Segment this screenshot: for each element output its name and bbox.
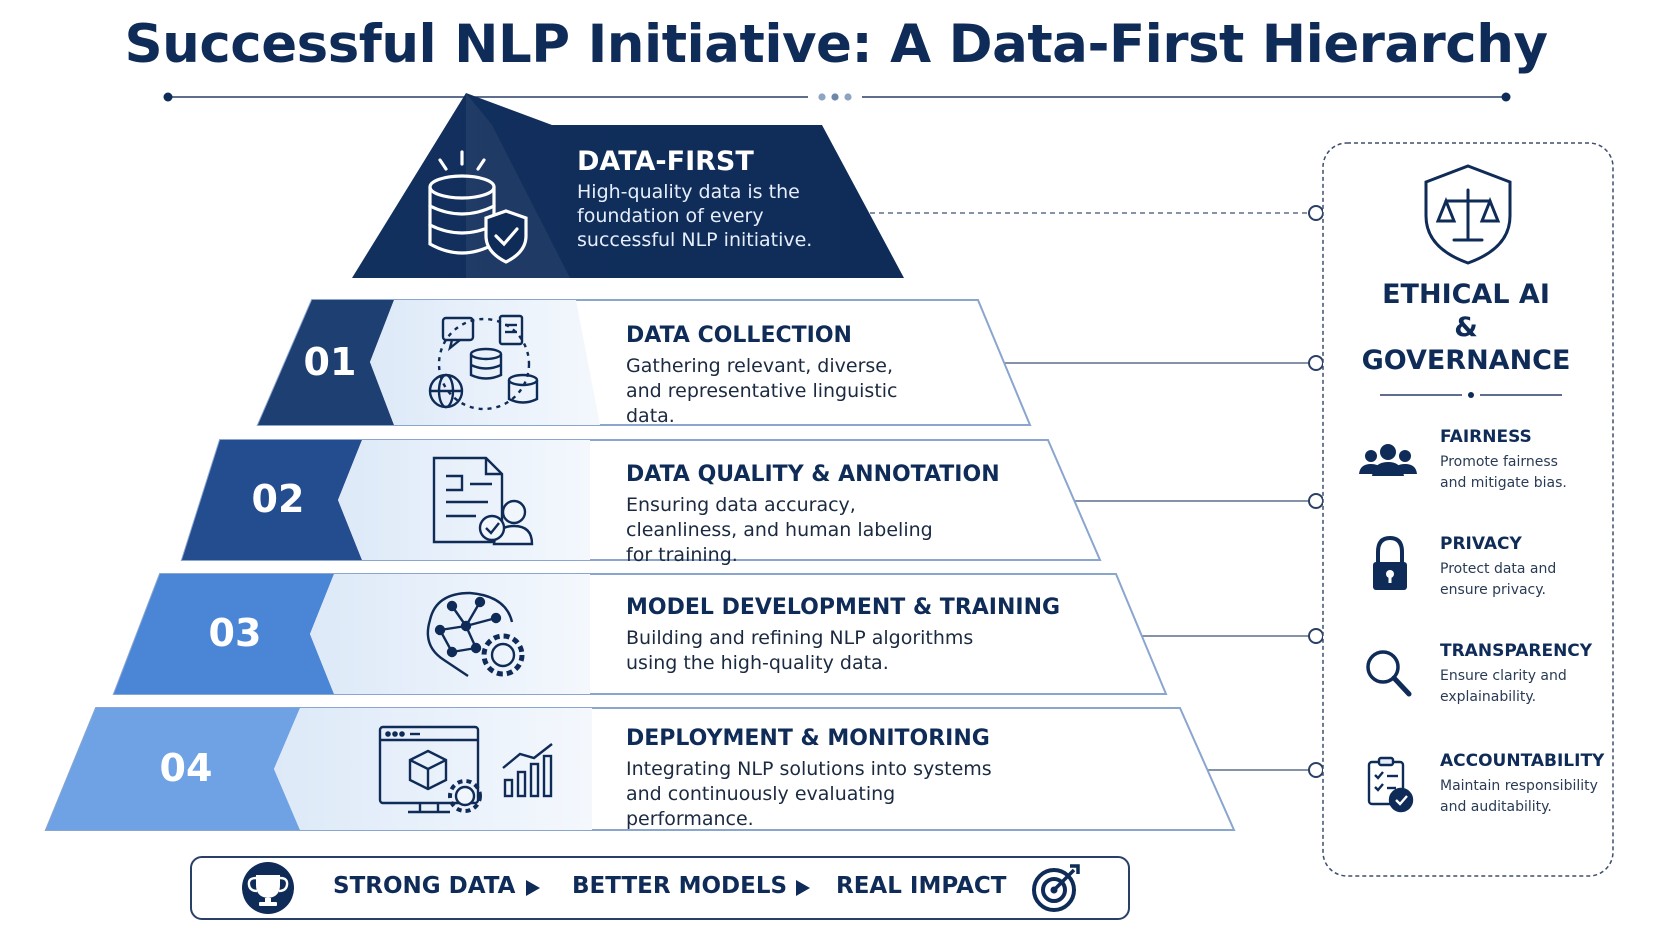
pillar-privacy-description: Protect data and ensure privacy.: [1440, 561, 1557, 598]
tier-04-shape: [44, 707, 1236, 831]
governance-heading-line-3: GOVERNANCE: [1361, 345, 1571, 376]
checklist-icon: [1367, 756, 1414, 813]
connector-nodes: [1308, 205, 1324, 778]
arrow-right-icon: [526, 880, 810, 896]
tier-01-heading: DATA COLLECTION: [626, 323, 852, 348]
database-shield-icon: [428, 150, 528, 264]
pillar-fairness-description: Promote fairness and mitigate bias.: [1440, 454, 1567, 491]
padlock-icon: [1373, 535, 1407, 590]
governance-heading-line-1: ETHICAL AI: [1382, 279, 1550, 310]
neural-gear-icon: [426, 591, 525, 677]
tier-04-number: 04: [159, 746, 213, 790]
pillar-privacy-heading: PRIVACY: [1440, 534, 1522, 554]
title-divider: [163, 92, 1511, 102]
magnifier-icon: [1366, 650, 1412, 697]
tier-02-description: Ensuring data accuracy, cleanliness, and…: [626, 494, 933, 566]
tier-03-heading: MODEL DEVELOPMENT & TRAINING: [626, 595, 1061, 620]
banner-icons: [242, 862, 1080, 914]
tier-01-number: 01: [303, 340, 357, 384]
apex-heading: DATA-FIRST: [577, 146, 754, 177]
tier-04-heading: DEPLOYMENT & MONITORING: [626, 726, 990, 751]
tier-02-number: 02: [251, 477, 305, 521]
impact-banner: STRONG DATA BETTER MODELS REAL IMPACT: [190, 856, 1130, 920]
banner-step-real-impact: REAL IMPACT: [836, 873, 1007, 899]
tier-01-description: Gathering relevant, diverse, and represe…: [626, 355, 898, 427]
page-title: Successful NLP Initiative: A Data-First …: [124, 14, 1548, 75]
tier-02-shape: [180, 439, 1102, 561]
people-group-icon: [1359, 444, 1417, 476]
trophy-icon: [242, 862, 294, 914]
governance-heading: ETHICAL AI & GOVERNANCE: [1324, 278, 1608, 377]
justice-shield-icon: [1424, 164, 1512, 265]
pillar-fairness-heading: FAIRNESS: [1440, 427, 1532, 447]
banner-step-better-models: BETTER MODELS: [572, 873, 788, 899]
tier-03-number: 03: [208, 611, 262, 655]
pillar-transparency-description: Ensure clarity and explainability.: [1440, 668, 1567, 705]
banner-step-strong-data: STRONG DATA: [333, 873, 516, 899]
data-sources-icon: [428, 314, 539, 411]
governance-panel: [1322, 142, 1614, 877]
connector-lines: [870, 212, 1310, 771]
tier-03-shape: [112, 573, 1168, 695]
pillar-accountability-heading: ACCOUNTABILITY: [1440, 751, 1605, 771]
tier-04-description: Integrating NLP solutions into systems a…: [626, 758, 992, 830]
governance-heading-line-2: &: [1454, 312, 1478, 343]
monitor-cube-chart-icon: [378, 725, 553, 814]
target-icon: [1032, 864, 1080, 912]
pillar-transparency-heading: TRANSPARENCY: [1440, 641, 1593, 661]
pillar-accountability-description: Maintain responsibility and auditability…: [1440, 778, 1598, 815]
tier-03-description: Building and refining NLP algorithms usi…: [626, 627, 974, 674]
tier-02-heading: DATA QUALITY & ANNOTATION: [626, 462, 1000, 487]
document-user-icon: [432, 456, 534, 546]
apex-description: High-quality data is the foundation of e…: [577, 181, 813, 251]
